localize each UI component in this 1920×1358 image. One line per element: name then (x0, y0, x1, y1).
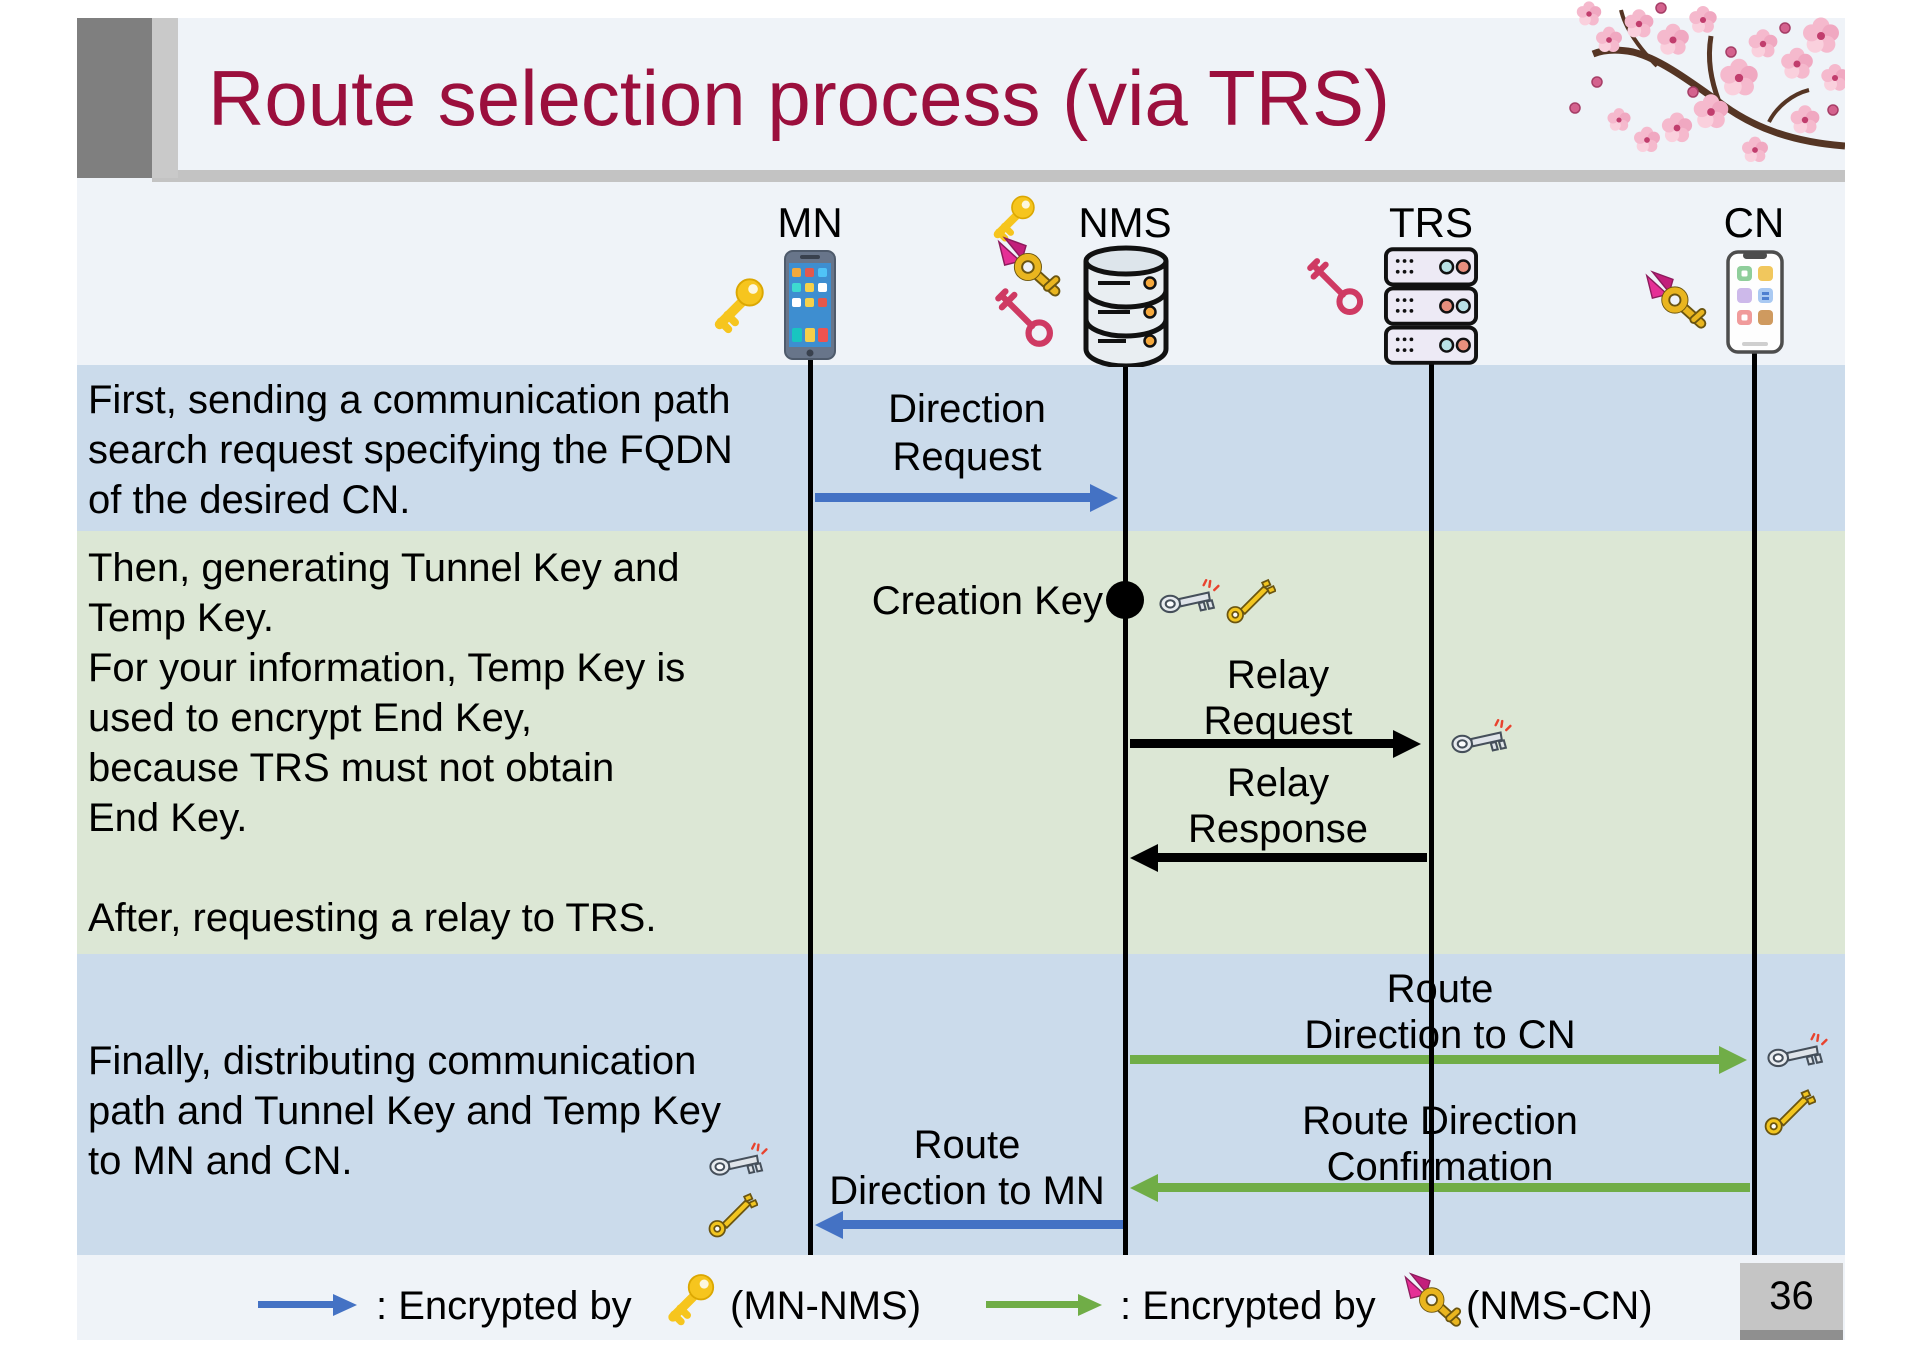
lifeline-cn (1752, 348, 1757, 1255)
silver-key-icon (1451, 719, 1512, 754)
message-label-route-to-cn: Route Direction to CN (1304, 967, 1576, 1057)
creation-key-event-dot (1106, 581, 1144, 619)
title-accent-strip (152, 18, 178, 178)
legend-arrow-mn-nms (258, 1293, 357, 1316)
actor-label-trs: TRS (1389, 199, 1473, 246)
actor-label-nms: NMS (1078, 199, 1172, 246)
message-label-relay-response: Relay Response (1187, 761, 1369, 851)
silver-key-icon (1767, 1033, 1828, 1068)
gold-key-icon (668, 1274, 715, 1326)
arrow-route-to-cn (1130, 1045, 1747, 1074)
legend-suffix-nms-cn: (NMS-CN) (1466, 1284, 1653, 1328)
arrowhead-left (815, 1210, 843, 1239)
arrowhead-right (1719, 1045, 1747, 1074)
step3-band (77, 954, 1845, 1255)
page-title: Route selection process (via TRS) (208, 54, 1391, 142)
arrow-direction-request (815, 483, 1118, 512)
page-number: 36 (1740, 1263, 1843, 1330)
message-label-relay-request: Relay Request (1203, 653, 1353, 743)
legend-arrow-nms-cn (986, 1293, 1102, 1316)
actor-label-mn: MN (777, 199, 843, 246)
gold-key-icon (714, 278, 764, 334)
silver-key-icon (709, 1142, 768, 1176)
title-accent-block (77, 18, 152, 178)
arrow-route-to-mn (815, 1210, 1123, 1239)
step2-text: Then, generating Tunnel Key and Temp Key… (88, 546, 686, 940)
ribbon-key-icon (1645, 270, 1707, 329)
message-label-direction-request: Direction Request (888, 387, 1046, 479)
gold-antique-key-icon (708, 1192, 758, 1238)
smartphone-icon (784, 250, 836, 360)
message-label-route-to-mn: Route Direction to MN (829, 1123, 1105, 1213)
ribbon-key-icon (1404, 1272, 1462, 1327)
server-rack-icon (1384, 247, 1478, 365)
legend-text-nms-cn: : Encrypted by (1120, 1284, 1376, 1328)
arrowhead-right (333, 1293, 357, 1316)
cherry-blossom-branch-icon (1569, 1, 1845, 163)
gold-antique-key-icon (1764, 1089, 1816, 1136)
pink-antique-key-icon (1307, 258, 1364, 315)
message-label-route-confirmation: Route Direction Confirmation (1302, 1099, 1578, 1189)
arrow-relay-request (1130, 729, 1421, 758)
arrowhead-right (1090, 483, 1118, 512)
step2-band (77, 531, 1845, 954)
ribbon-key-icon (997, 236, 1061, 297)
lifeline-nms (1123, 348, 1128, 1255)
arrowhead-right (1078, 1293, 1102, 1316)
title-underline (152, 170, 1845, 182)
lifeline-mn (808, 348, 813, 1255)
step1-band (77, 365, 1845, 531)
arrowhead-left (1130, 843, 1158, 872)
arrow-route-confirmation (1130, 1173, 1750, 1202)
database-icon (1083, 245, 1169, 367)
silver-key-icon (1159, 579, 1220, 614)
smartphone-icon (1726, 250, 1784, 354)
arrow-relay-response (1130, 843, 1427, 872)
page-number-strip (1740, 1330, 1843, 1340)
step3-text: Finally, distributing communication path… (88, 1039, 722, 1183)
arrowhead-right (1393, 729, 1421, 758)
actor-label-cn: CN (1723, 199, 1785, 246)
lifeline-trs (1429, 348, 1434, 1255)
step1-text: First, sending a communication path sear… (88, 378, 733, 522)
arrowhead-left (1130, 1173, 1158, 1202)
message-label-creation-key: Creation Key (871, 579, 1103, 623)
legend-text-mn-nms: : Encrypted by (376, 1284, 632, 1328)
gold-antique-key-icon (1226, 578, 1276, 624)
pink-antique-key-icon (995, 288, 1053, 347)
legend-suffix-mn-nms: (MN-NMS) (730, 1284, 922, 1328)
